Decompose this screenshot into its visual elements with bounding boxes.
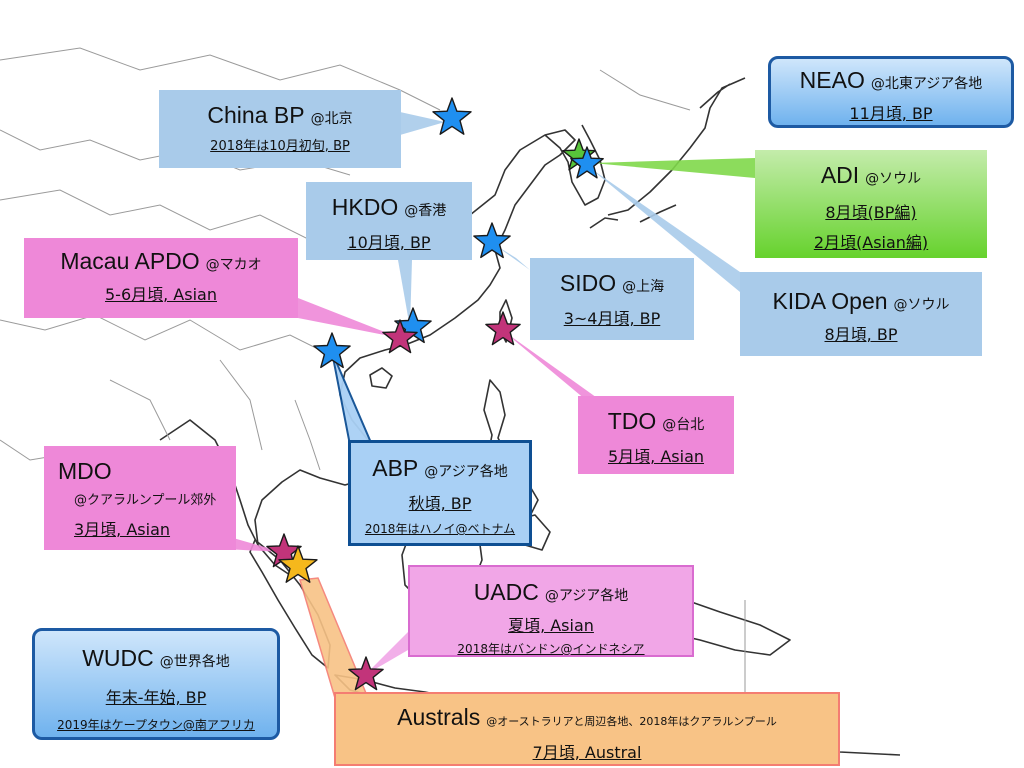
hkdo-box: HKDO @香港 10月頃, BP — [306, 182, 472, 260]
border-line — [0, 47, 441, 111]
macau-box: Macau APDO @マカオ 5-6月頃, Asian — [24, 238, 298, 318]
sido-box: SIDO @上海 3~4月頃, BP — [530, 258, 694, 340]
border-line — [0, 314, 341, 361]
adi-box: ADI @ソウル 8月頃(BP編) 2月頃(Asian編) — [755, 150, 987, 258]
australs-title: Australs — [397, 704, 481, 730]
china-bp-line1: 2018年は10月初旬, BP — [210, 139, 350, 154]
adi-location: @ソウル — [865, 171, 922, 187]
kida-star-icon — [570, 146, 604, 179]
sido-title-row: SIDO @上海 — [530, 270, 694, 297]
macau-title-row: Macau APDO @マカオ — [24, 248, 298, 275]
kida-location: @ソウル — [893, 297, 950, 313]
hainan-coast — [369, 367, 393, 389]
abp-note: 2018年はハノイ@ベトナム — [364, 522, 516, 536]
wudc-title: WUDC — [82, 645, 154, 671]
adi-title-row: ADI @ソウル — [755, 162, 987, 189]
macau-star-icon — [382, 319, 418, 354]
sido-star-icon — [473, 222, 511, 259]
sumatra-coast — [249, 539, 331, 669]
adi-line1: 8月頃(BP編) — [825, 203, 917, 222]
wudc-box: WUDC @世界各地 年末-年始, BP 2019年はケープタウン@南アフリカ — [32, 628, 280, 740]
macau-location: @マカオ — [205, 257, 262, 273]
uadc-box: UADC @アジア各地 夏頃, Asian 2018年はバンドン@インドネシア — [408, 565, 694, 657]
macau-line1: 5-6月頃, Asian — [105, 285, 217, 304]
neao-title-row: NEAO @北東アジア各地 — [771, 67, 1011, 94]
china-bp-star-icon — [432, 97, 472, 135]
tdo-star-icon — [485, 311, 521, 346]
kida-title: KIDA Open — [772, 288, 888, 314]
macau-title: Macau APDO — [60, 248, 200, 274]
china-coast — [254, 129, 576, 576]
abp-line1: 秋頃, BP — [408, 494, 472, 513]
tdo-tail — [502, 330, 600, 400]
australs-box: Australs @オーストラリアと周辺各地、2018年はクアラルンプール 7月頃… — [334, 692, 840, 766]
wudc-location: @世界各地 — [159, 654, 230, 670]
hkdo-title: HKDO — [331, 194, 399, 220]
uadc-tail — [365, 632, 408, 675]
kida-line1: 8月頃, BP — [824, 325, 898, 344]
hkdo-location: @香港 — [404, 203, 447, 219]
tdo-box: TDO @台北 5月頃, Asian — [578, 396, 734, 474]
uadc-line1: 夏頃, Asian — [508, 616, 594, 635]
neao-title: NEAO — [799, 67, 865, 93]
uadc-title-row: UADC @アジア各地 — [410, 579, 692, 606]
china-bp-title-row: China BP @北京 — [159, 102, 401, 129]
macau-tail — [298, 298, 400, 338]
neao-location: @北東アジア各地 — [870, 76, 983, 92]
mdo-line1: 3月頃, Asian — [74, 520, 171, 539]
neao-box: NEAO @北東アジア各地 11月頃, BP — [768, 56, 1014, 128]
abp-star-icon — [313, 332, 351, 369]
china-bp-title: China BP — [207, 102, 305, 128]
tdo-location: @台北 — [662, 417, 705, 433]
wudc-line1: 年末-年始, BP — [105, 688, 207, 707]
mdo-box: MDO @クアラルンプール郊外 3月頃, Asian — [44, 446, 236, 550]
adi-tail — [592, 158, 755, 178]
australs-star-icon — [278, 545, 318, 583]
china-bp-location: @北京 — [310, 111, 353, 127]
australs-title-row: Australs @オーストラリアと周辺各地、2018年はクアラルンプール — [336, 704, 838, 731]
australs-location: @オーストラリアと周辺各地、2018年はクアラルンプール — [486, 715, 777, 728]
sido-location: @上海 — [622, 279, 665, 295]
border-line — [599, 69, 746, 710]
wudc-title-row: WUDC @世界各地 — [35, 645, 277, 672]
kida-box: KIDA Open @ソウル 8月頃, BP — [740, 272, 982, 356]
adi-title: ADI — [820, 162, 860, 188]
uadc-star-icon — [348, 656, 384, 691]
hkdo-tail — [398, 260, 412, 328]
china-bp-tail — [400, 112, 445, 135]
uadc-location: @アジア各地 — [544, 588, 629, 604]
tdo-title: TDO — [607, 408, 657, 434]
border-line — [109, 359, 321, 471]
kida-tail — [590, 168, 740, 292]
japan-coast — [589, 77, 746, 229]
abp-location: @アジア各地 — [424, 464, 508, 480]
star-markers — [266, 97, 604, 691]
mdo-title: MDO — [58, 458, 112, 484]
abp-title: ABP — [372, 455, 419, 481]
wudc-note: 2019年はケープタウン@南アフリカ — [57, 718, 255, 732]
uadc-title: UADC — [473, 579, 539, 605]
china-bp-box: China BP @北京 2018年は10月初旬, BP — [159, 90, 401, 168]
sido-title: SIDO — [559, 270, 617, 296]
mdo-location: @クアラルンプール郊外 — [74, 493, 217, 508]
hkdo-line1: 10月頃, BP — [347, 233, 431, 252]
australs-line1: 7月頃, Austral — [532, 743, 642, 762]
tdo-title-row: TDO @台北 — [578, 408, 734, 435]
abp-title-row: ABP @アジア各地 — [351, 455, 529, 482]
neao-line1: 11月頃, BP — [849, 104, 933, 123]
tdo-line1: 5月頃, Asian — [607, 447, 705, 466]
abp-box: ABP @アジア各地 秋頃, BP 2018年はハノイ@ベトナム — [348, 440, 532, 546]
hkdo-title-row: HKDO @香港 — [306, 194, 472, 221]
kida-title-row: KIDA Open @ソウル — [740, 288, 982, 315]
sido-line1: 3~4月頃, BP — [563, 309, 661, 328]
adi-line2: 2月頃(Asian編) — [813, 233, 929, 252]
uadc-note: 2018年はバンドン@インドネシア — [457, 642, 645, 656]
